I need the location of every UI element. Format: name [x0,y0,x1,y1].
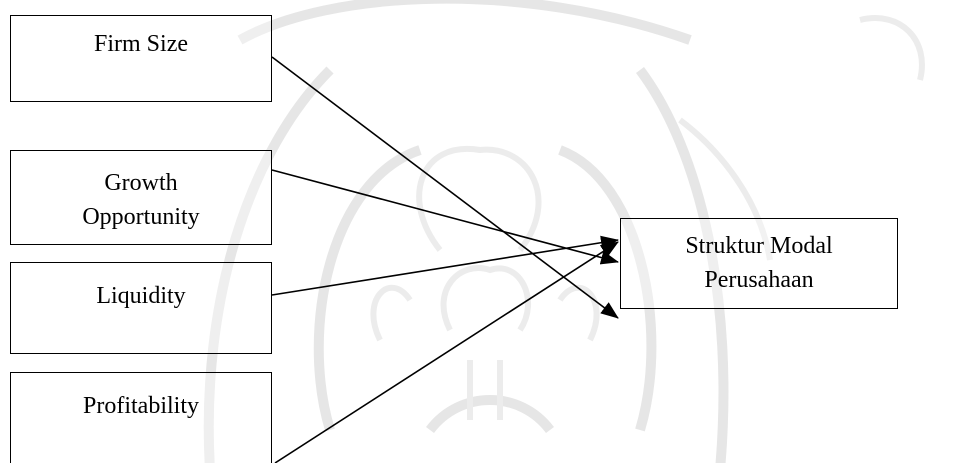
node-liquidity-label: Liquidity [96,283,186,309]
node-profitability: Profitability [10,372,272,463]
node-firm-size: Firm Size [10,15,272,102]
node-struktur-modal-perusahaan-label: Struktur Modal Perusahaan [685,233,833,293]
node-growth-opportunity: Growth Opportunity [10,150,272,245]
node-profitability-label: Profitability [83,393,199,419]
node-liquidity: Liquidity [10,262,272,354]
node-struktur-modal-perusahaan: Struktur Modal Perusahaan [620,218,898,309]
arrow-firm-size-to-struktur-modal [271,56,619,319]
arrow-growth-opportunity-to-struktur-modal [271,169,619,265]
arrow-liquidity-to-struktur-modal [271,235,619,296]
arrow-profitability-to-struktur-modal [274,241,619,463]
node-growth-opportunity-label: Growth Opportunity [82,170,200,230]
node-firm-size-label: Firm Size [94,31,188,57]
